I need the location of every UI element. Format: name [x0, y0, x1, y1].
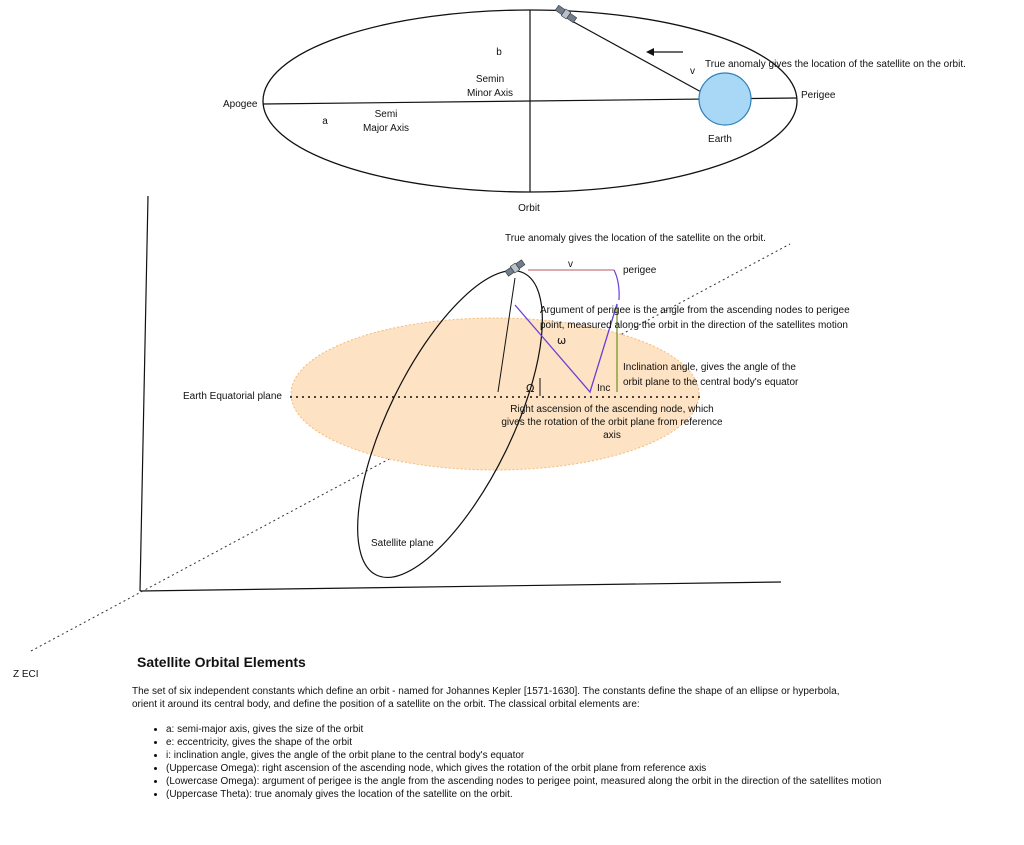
omega-lower-label: ω	[557, 334, 566, 347]
true-anomaly-symbol-top: v	[690, 66, 695, 77]
raan-note-line3: axis	[603, 430, 621, 441]
true-anomaly-note-top: True anomaly gives the location of the s…	[705, 59, 966, 70]
list-item: (Uppercase Theta): true anomaly gives th…	[166, 788, 886, 801]
inclination-note-line2: orbit plane to the central body's equato…	[623, 377, 799, 388]
equatorial-plane-label: Earth Equatorial plane	[183, 391, 282, 402]
argument-note-line1: Argument of perigee is the angle from th…	[540, 305, 850, 316]
section-title: Satellite Orbital Elements	[137, 654, 306, 670]
argument-of-perigee-line	[514, 303, 618, 394]
satellite-orbit-plane	[357, 269, 543, 579]
orbital-elements-list: a: semi-major axis, gives the size of th…	[152, 723, 886, 801]
list-item: e: eccentricity, gives the shape of the …	[166, 736, 886, 749]
earth-label: Earth	[708, 134, 732, 145]
satellite-icon-bottom	[504, 259, 526, 277]
semi-major-label-line2: Major Axis	[363, 123, 409, 134]
perigee-label: Perigee	[801, 90, 836, 101]
true-anomaly-symbol-bottom: v	[568, 259, 573, 270]
argument-note-line2: point, measured along the orbit in the d…	[540, 320, 848, 331]
omega-upper-label: Ω	[526, 382, 534, 395]
section-intro: The set of six independent constants whi…	[132, 686, 840, 710]
semi-minor-label-line1: Semin	[476, 74, 504, 85]
satellite-plane-label: Satellite plane	[371, 538, 434, 549]
apogee-label: Apogee	[223, 99, 258, 110]
list-item: a: semi-major axis, gives the size of th…	[166, 723, 886, 736]
a-label: a	[322, 116, 328, 127]
orbit-label: Orbit	[518, 203, 540, 214]
semi-major-label-line1: Semi	[375, 109, 398, 120]
raan-note-line2: gives the rotation of the orbit plane fr…	[501, 417, 723, 428]
inclination-note-line1: Inclination angle, gives the angle of th…	[623, 362, 796, 373]
earth-circle	[698, 72, 752, 126]
satellite-icon	[554, 4, 578, 24]
perigee-label-bottom: perigee	[623, 265, 657, 276]
z-eci-label: Z ECI	[13, 669, 39, 680]
satellite-drop-line	[497, 277, 516, 393]
true-anomaly-note-bottom: True anomaly gives the location of the s…	[505, 233, 766, 244]
direction-arrow	[646, 48, 683, 56]
list-item: (Uppercase Omega): right ascension of th…	[166, 762, 886, 775]
satellite-radius-line	[569, 19, 704, 94]
equatorial-plane	[290, 317, 700, 471]
list-item: i: inclination angle, gives the angle of…	[166, 749, 886, 762]
semi-minor-label-line2: Minor Axis	[467, 88, 513, 99]
list-item: (Lowercase Omega): argument of perigee i…	[166, 775, 886, 788]
inc-label: Inc	[597, 383, 610, 394]
perigee-arc	[613, 269, 620, 301]
raan-note-line1: Right ascension of the ascending node, w…	[510, 404, 713, 415]
vertical-axis	[139, 195, 149, 592]
b-label: b	[496, 47, 502, 58]
horizontal-axis	[139, 581, 782, 592]
